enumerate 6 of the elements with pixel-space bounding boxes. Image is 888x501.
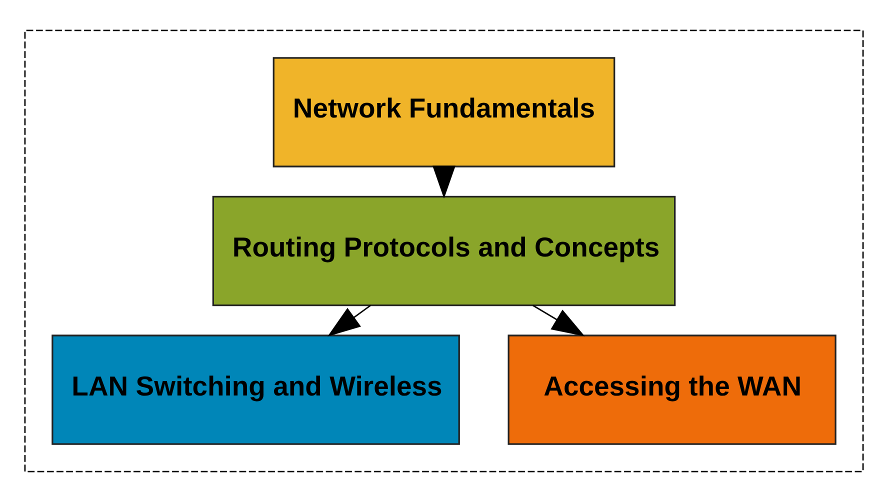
node-box: Accessing the WAN [508, 334, 836, 444]
node-box: Routing Protocols and Concepts [212, 195, 676, 306]
arrow [328, 304, 372, 336]
node-box: LAN Switching and Wireless [52, 334, 460, 444]
arrow [532, 304, 585, 336]
cluster [24, 29, 864, 472]
